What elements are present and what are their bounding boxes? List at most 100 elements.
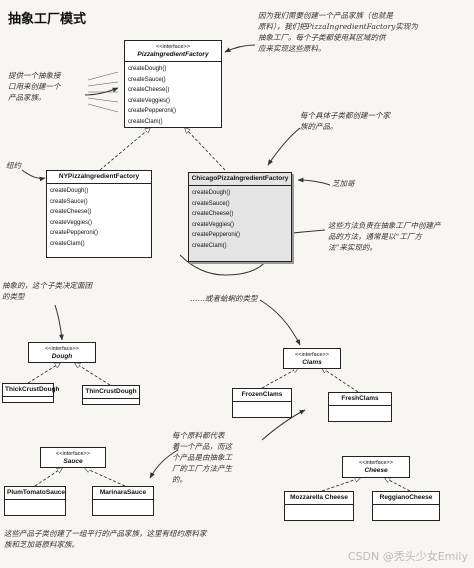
class-name: FrozenClams [241,391,283,398]
class-name: Sauce [63,458,83,465]
box-header: ChicagoPizzaIngredientFactory [189,173,291,186]
note-right-family: 每个具体子类都创建一个家 族的产品。 [300,111,390,131]
annotation-arrow-family [267,127,301,166]
method-item: createCheese() [192,211,234,218]
marinara-sauce-box: MarinaraSauce [92,486,154,516]
method-item: createClam() [128,118,163,125]
ny-factory-box: NYPizzaIngredientFactory createDough() c… [46,170,152,258]
box-header: ThickCrustDough [3,384,60,397]
annotation-arrow-dough [54,304,64,341]
note-bottom: 这些产品子类创建了一组平行的产品家族，这里有纽约原料家 族和芝加哥原料家族。 [4,529,207,549]
class-name: PizzaIngredientFactory [137,51,209,58]
note-left-type: 抽象的，这个子类决定面团 的类型 [2,281,92,301]
frozen-clams-box: FrozenClams [232,388,292,418]
plum-tomato-inherits-line [34,468,62,487]
method-item: createDough() [128,66,167,72]
thick-crust-dough-box: ThickCrustDough [2,383,60,403]
class-name: Clams [302,359,322,366]
marinara-inherits-line [85,468,126,487]
annotation-arrow-middle-left [149,449,179,479]
class-name: Dough [51,353,73,360]
method-item: createVeggies() [192,221,235,228]
box-header: <<interface>> Clams [284,349,340,369]
class-name: NYPizzaIngredientFactory [58,173,140,180]
thick-crust-inherits-line [27,363,60,384]
plum-tomato-sauce-box: PlumTomatoSauce [4,486,66,516]
thin-crust-dough-box: ThinCrustDough [82,385,140,405]
watermark: CSDN @秃头少女Emily [347,550,468,563]
note-ny: 纽约 [6,161,21,170]
annotation-arrow-middle-right [261,409,306,441]
class-name: ChicagoPizzaIngredientFactory [191,175,289,182]
box-header: FreshClams [329,393,391,406]
box-header: <<interface>> PizzaIngredientFactory [125,41,221,62]
chicago-factory-inherits-line [185,128,226,171]
box-header: PlumTomatoSauce [5,487,65,500]
method-item: createClam() [50,240,85,247]
method-item: createClam() [192,242,227,249]
method-item: createDough() [192,190,231,196]
class-name: Mozzarella Cheese [290,494,348,501]
note-top-right: 因为我们需要创建一个产品家族（也就是 原料），我们把PizzaIngredien… [258,11,418,53]
class-name: Cheese [364,467,388,474]
note-middle: 每个原料都代表 着一个产品，而这 个产品是由抽象工 厂的工厂方法产生 的。 [172,431,232,484]
note-product-family: ……或者蛤蜊的类型 [190,294,258,303]
box-header: ThinCrustDough [83,386,139,399]
frozen-clams-inherits-line [261,368,298,389]
annotation-arrow-method2 [179,254,271,276]
method-item: createPepperoni() [50,230,99,237]
pizza-ingredient-factory-box: <<interface>> PizzaIngredientFactory cre… [124,40,222,128]
mozzarella-inherits-line [321,478,360,492]
ny-factory-inherits-line [99,128,150,171]
box-header: MarinaraSauce [93,487,153,500]
fan-lines [87,71,119,113]
stereotype-label: <<interface>> [56,451,90,457]
class-name: ThickCrustDough [5,386,60,393]
note-chicago: 芝加哥 [332,179,355,188]
class-name: MarinaraSauce [99,489,147,496]
stereotype-label: <<interface>> [156,44,190,50]
method-item: createPepperoni() [192,232,241,239]
annotation-arrow-left [84,87,119,96]
chicago-factory-box: ChicagoPizzaIngredientFactory createDoug… [188,172,292,262]
thin-crust-inherits-line [75,363,111,386]
box-header: Mozzarella Cheese [285,492,353,505]
method-list: createDough() createSauce() createCheese… [189,186,291,254]
box-header: FrozenClams [233,389,291,402]
note-left-interface: 提供一个抽象接 口用来创建一个 产品家族。 [8,71,61,102]
method-item: createSauce() [192,200,230,207]
box-header: <<interface>> Cheese [343,457,409,477]
note-factory-method: 这些方法负责在抽象工厂中创建产 品的方法，通常是以“工厂方 法”来实现的。 [328,221,441,252]
annotation-arrow-clams [259,299,301,346]
stereotype-label: <<interface>> [295,352,329,358]
method-item: createCheese() [128,87,170,94]
mozzarella-cheese-box: Mozzarella Cheese [284,491,354,521]
class-name: PlumTomatoSauce [7,489,66,496]
box-header: <<interface>> Dough [29,343,95,363]
method-item: createCheese() [50,209,92,216]
method-item: createDough() [50,188,89,194]
method-item: createVeggies() [50,219,93,226]
stereotype-label: <<interface>> [45,346,79,352]
reggiano-inherits-line [385,478,411,492]
class-name: FreshClams [341,395,379,402]
clams-interface-box: <<interface>> Clams [283,348,341,369]
method-list: createDough() createSauce() createCheese… [47,184,151,252]
page-title: 抽象工厂模式 [8,12,87,27]
dough-interface-box: <<interface>> Dough [28,342,96,363]
method-list: createDough() createSauce() createCheese… [125,62,221,130]
class-name: ReggianoCheese [379,494,433,501]
annotation-arrow-top [224,44,256,53]
fresh-clams-inherits-line [322,368,359,393]
box-header: NYPizzaIngredientFactory [47,171,151,184]
cheese-interface-box: <<interface>> Cheese [342,456,410,478]
annotation-arrow-ny [21,169,46,182]
annotation-arrow-chicago [297,177,331,186]
class-name: ThinCrustDough [85,388,137,395]
box-header: ReggianoCheese [373,492,439,505]
reggiano-cheese-box: ReggianoCheese [372,491,440,521]
method-item: createSauce() [50,198,88,205]
box-header: <<interface>> Sauce [41,448,105,468]
method-item: createPepperoni() [128,108,177,115]
